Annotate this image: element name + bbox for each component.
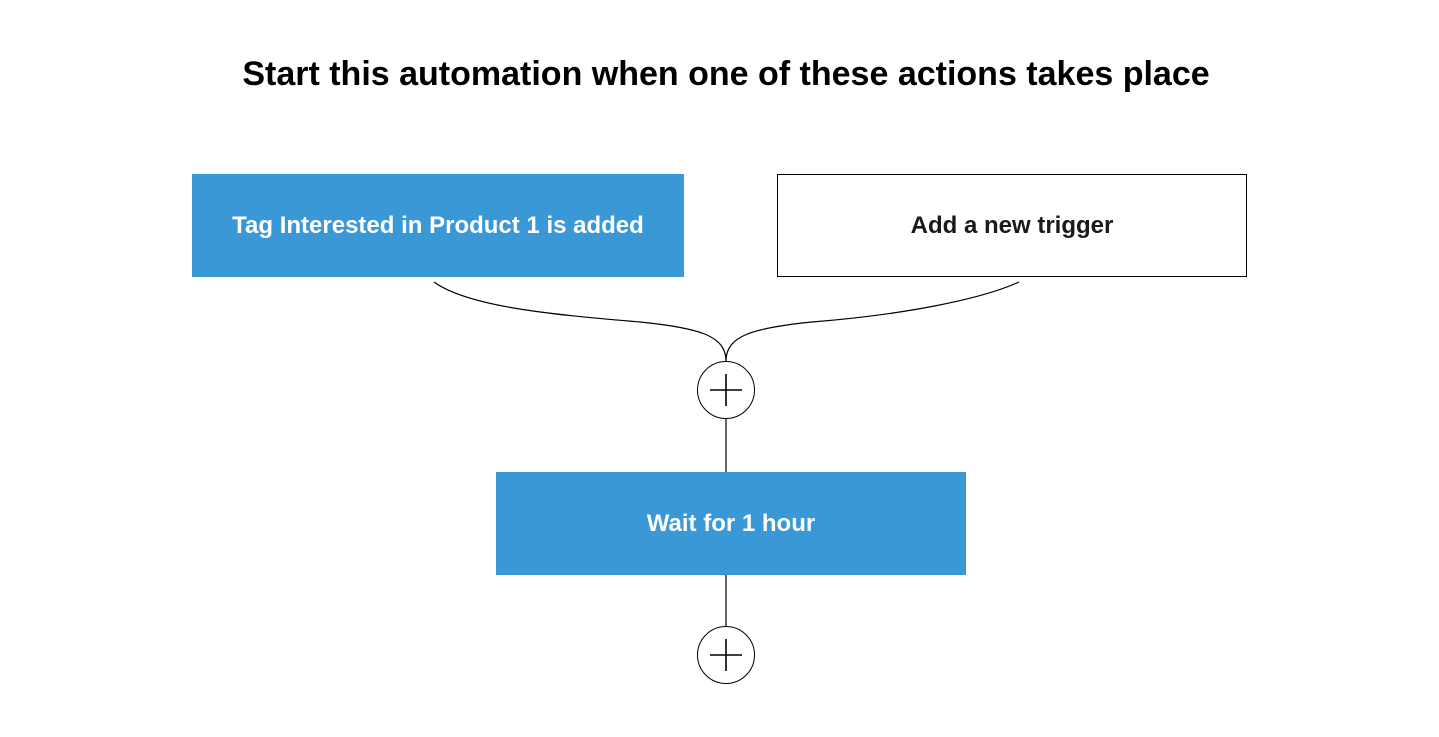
add-step-button-bottom[interactable] <box>697 626 755 684</box>
page-title: Start this automation when one of these … <box>242 55 1210 93</box>
trigger-label: Tag Interested in Product 1 is added <box>232 211 644 239</box>
add-trigger-label: Add a new trigger <box>910 211 1114 239</box>
connector-trigger-1 <box>433 281 727 362</box>
add-step-button[interactable] <box>697 361 755 419</box>
trigger-tag-added[interactable]: Tag Interested in Product 1 is added <box>192 174 684 277</box>
action-label: Wait for 1 hour <box>646 509 816 537</box>
plus-icon <box>710 639 742 671</box>
action-wait[interactable]: Wait for 1 hour <box>496 472 966 575</box>
plus-icon <box>710 374 742 406</box>
add-trigger-button[interactable]: Add a new trigger <box>777 174 1247 277</box>
connector-trigger-new <box>725 281 1020 362</box>
